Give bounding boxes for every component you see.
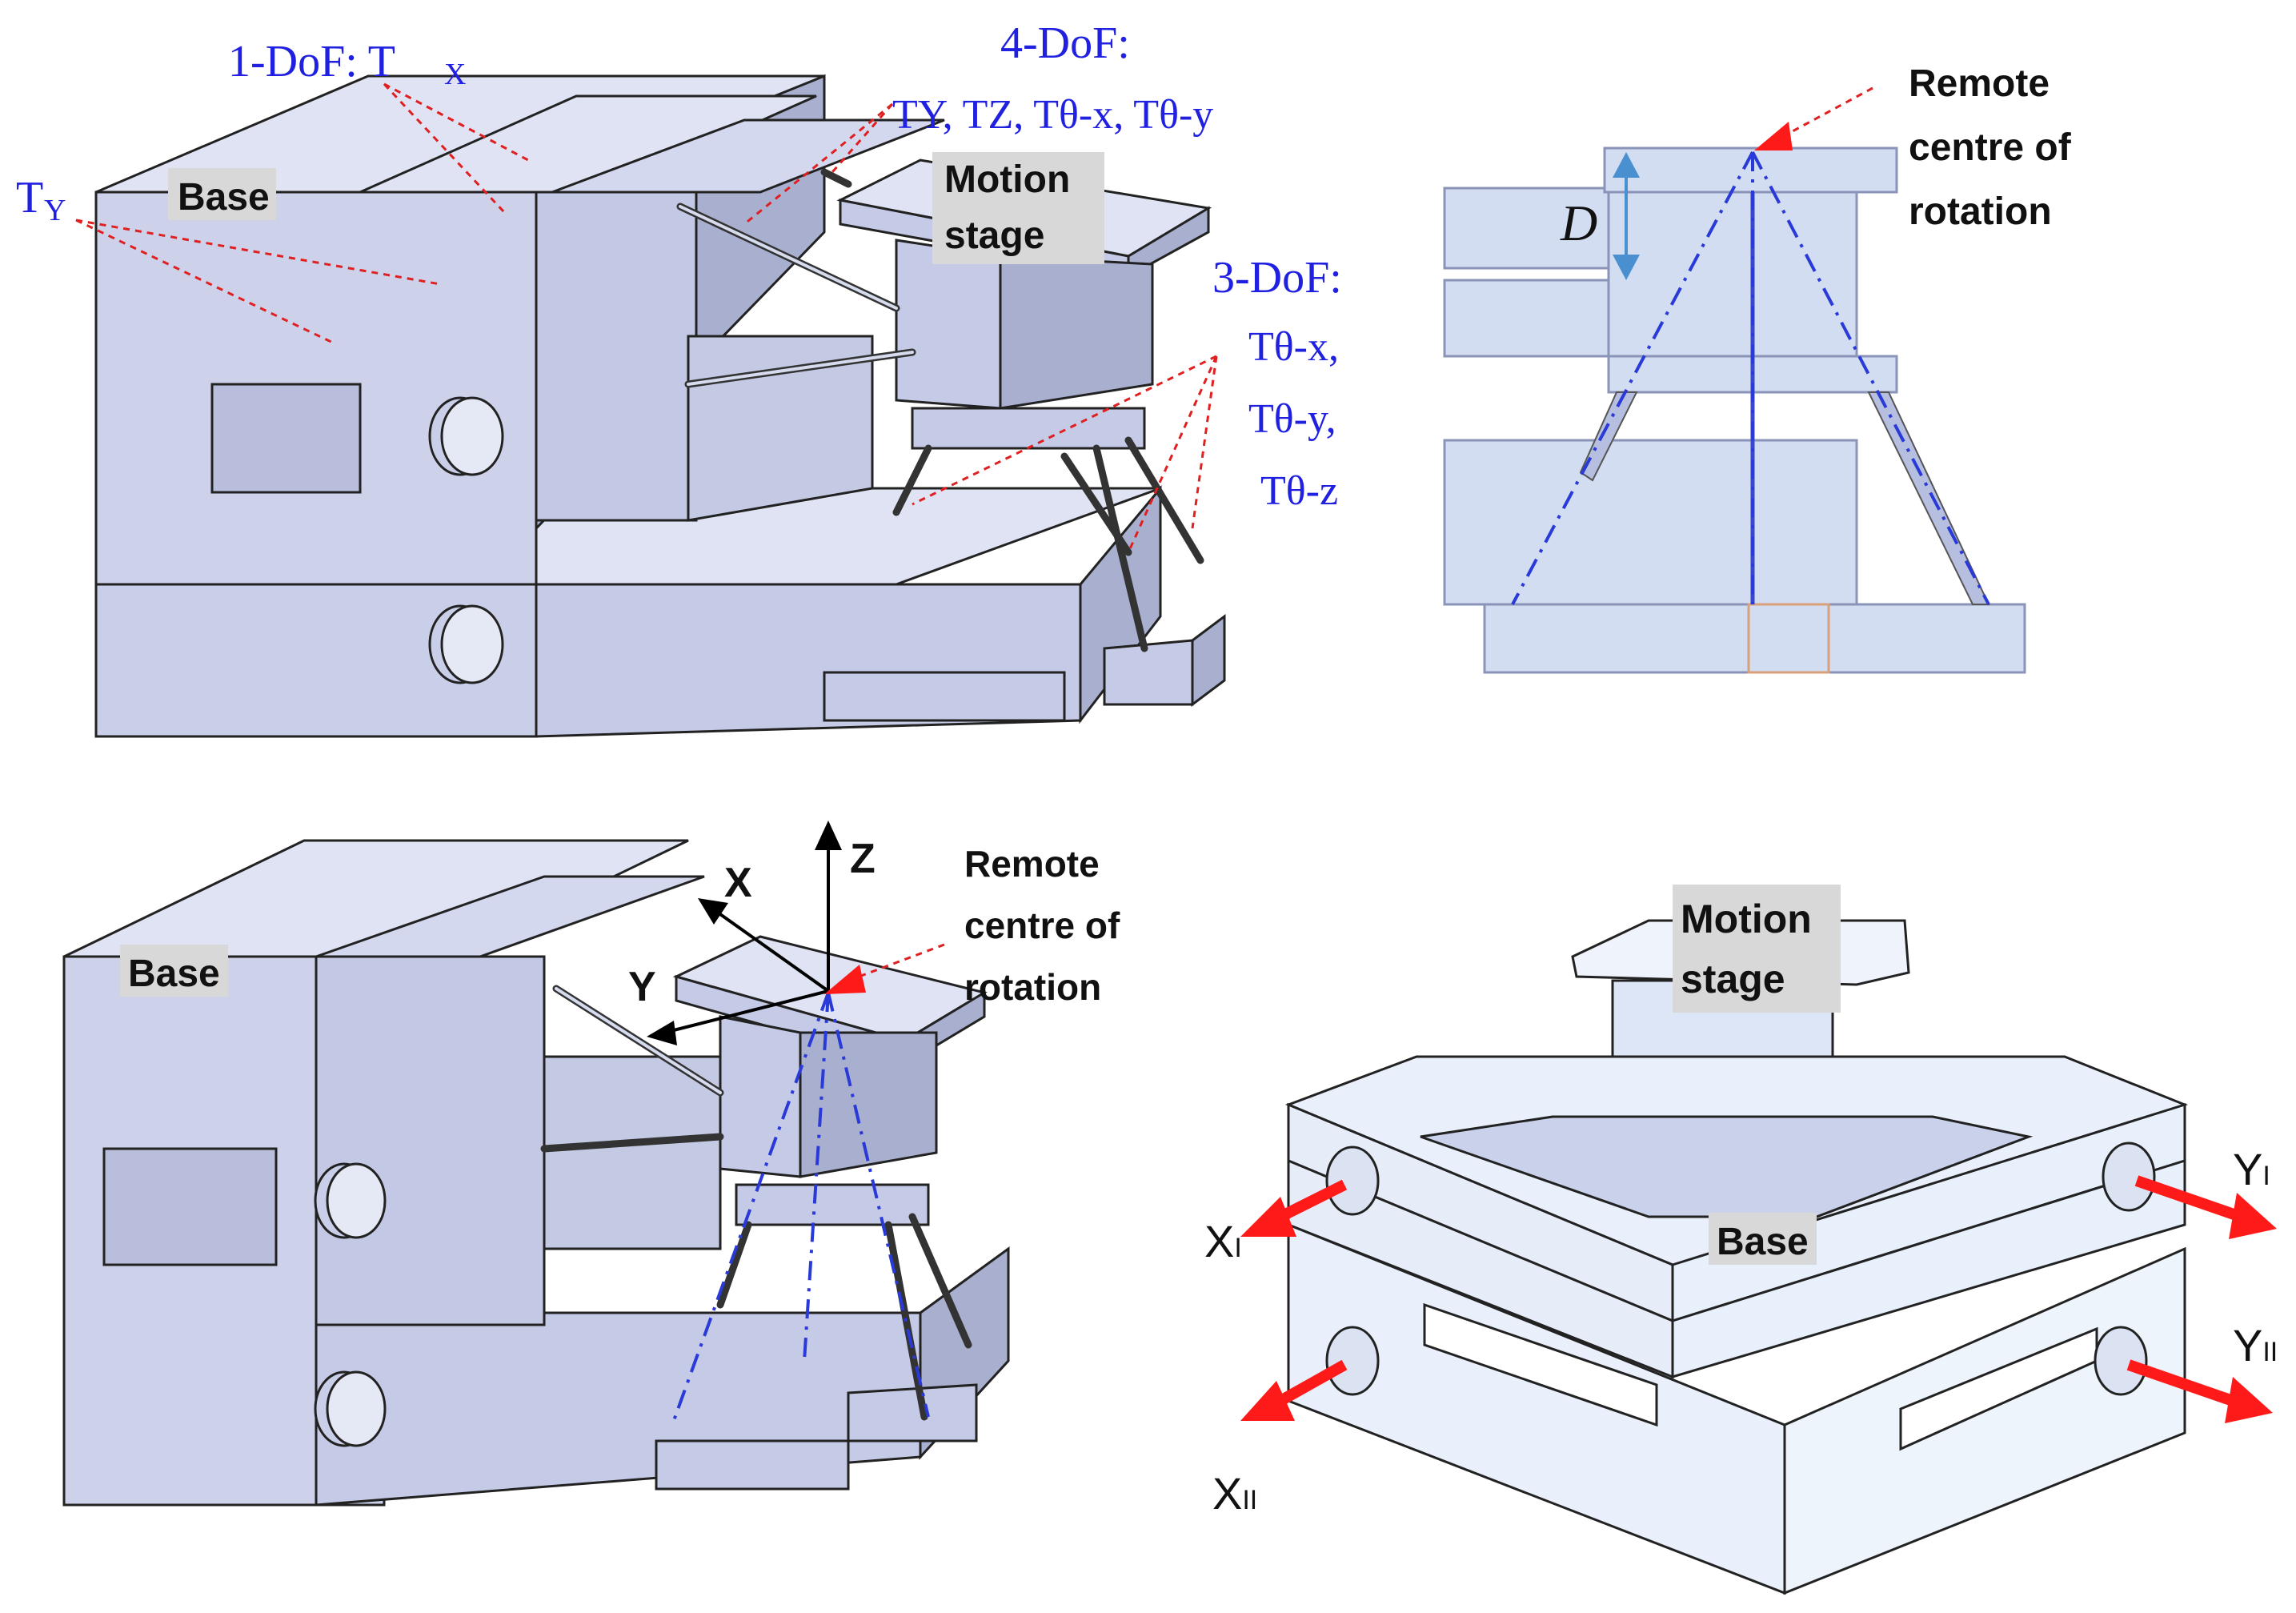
label-3dof: 3-DoF: Tθ-x, Tθ-y, Tθ-z bbox=[1212, 253, 1342, 514]
label-4dof: 4-DoF: TY, TZ, Tθ-x, Tθ-y bbox=[892, 18, 1213, 138]
one-dof-label: 1-DoF: T bbox=[228, 37, 395, 86]
upper-frame-br bbox=[1284, 1055, 2188, 1379]
cylinder-bl-top bbox=[314, 1162, 387, 1239]
label-motion-stage-br: Motion stage bbox=[1673, 885, 1841, 1013]
cylinder-bl-bottom bbox=[314, 1370, 387, 1447]
y-i-label: YI bbox=[2233, 1144, 2270, 1194]
base-label: Base bbox=[178, 176, 270, 219]
panel-bottom-left: Z X Y Base Remote centre of rotation bbox=[62, 821, 1120, 1507]
label-base-tl: Base bbox=[168, 168, 276, 220]
panel-top-right: D Remote centre of rotation bbox=[1443, 62, 2072, 674]
x-ii-label: XII bbox=[1212, 1468, 1257, 1519]
y-ii-label: YII bbox=[2233, 1320, 2278, 1370]
flexure-rods bbox=[676, 168, 1204, 652]
three-dof-label: 3-DoF: bbox=[1212, 253, 1342, 303]
remote-centre-bl-line1: Remote bbox=[964, 843, 1100, 885]
panel-top-left: Base Motion stage 1-DoF: T X T Y 4-DoF: … bbox=[16, 18, 1342, 738]
label-base-bl: Base bbox=[120, 945, 228, 997]
motion-stage-label-line1: Motion bbox=[944, 158, 1070, 201]
remote-centre-bl-line3: rotation bbox=[964, 966, 1101, 1008]
label-remote-centre-bl: Remote centre of rotation bbox=[964, 843, 1120, 1008]
label-ty: T Y bbox=[16, 173, 66, 227]
remote-centre-line3: rotation bbox=[1909, 191, 2052, 233]
axis-y-label: Y bbox=[628, 964, 656, 1010]
lower-frame-br bbox=[1287, 1222, 2186, 1595]
axis-x-label: X bbox=[724, 860, 752, 906]
leader-lines-top-left bbox=[75, 82, 1218, 553]
red-arrows-br bbox=[1240, 1175, 2277, 1423]
t-theta-z-label: Tθ-z bbox=[1260, 468, 1338, 514]
upper-stage-blocks bbox=[359, 94, 945, 522]
four-dof-label: 4-DoF: bbox=[1000, 18, 1130, 68]
base-label-br: Base bbox=[1717, 1221, 1809, 1263]
motion-stage-bl bbox=[672, 935, 988, 1226]
panel-bottom-right: Motion stage Base XI XII YI YII bbox=[1204, 885, 2278, 1595]
x-i-label: XI bbox=[1204, 1216, 1242, 1266]
remote-centre-line2: centre of bbox=[1909, 126, 2072, 169]
d-label: D bbox=[1560, 195, 1597, 251]
one-dof-subscript: X bbox=[444, 58, 466, 91]
remote-centre-bl-line2: centre of bbox=[964, 905, 1120, 946]
label-remote-centre-tr: Remote centre of rotation bbox=[1909, 62, 2072, 233]
motion-stage-br-line1: Motion bbox=[1681, 897, 1812, 941]
left-base-block-bl bbox=[62, 839, 722, 1507]
remote-centre-marker-bl bbox=[824, 943, 945, 994]
left-cylinder-bottom bbox=[428, 604, 504, 684]
ty-subscript: Y bbox=[44, 194, 66, 227]
motion-stage-br-line2: stage bbox=[1681, 957, 1785, 1001]
cylinders-br bbox=[1325, 1142, 2156, 1396]
coordinate-axes: Z X Y bbox=[628, 821, 876, 1045]
t-theta-x-label: Tθ-x, bbox=[1248, 324, 1339, 370]
base-label-bl: Base bbox=[128, 953, 220, 995]
label-motion-stage-tl: Motion stage bbox=[932, 152, 1104, 264]
remote-centre-marker-tr bbox=[1754, 86, 1873, 150]
label-base-br: Base bbox=[1709, 1213, 1817, 1265]
ty-label: T bbox=[16, 173, 43, 223]
foot-block bbox=[823, 614, 1226, 722]
four-dof-list: TY, TZ, Tθ-x, Tθ-y bbox=[892, 92, 1213, 138]
left-cylinder-top bbox=[428, 396, 504, 476]
t-theta-y-label: Tθ-y, bbox=[1248, 396, 1336, 442]
rotation-lines-bl bbox=[671, 992, 930, 1426]
axis-z-label: Z bbox=[850, 836, 876, 882]
dimension-d: D bbox=[1560, 152, 1640, 280]
remote-centre-line1: Remote bbox=[1909, 62, 2050, 105]
label-1dof: 1-DoF: T X bbox=[228, 37, 466, 91]
motion-stage-label-line2: stage bbox=[944, 215, 1044, 257]
